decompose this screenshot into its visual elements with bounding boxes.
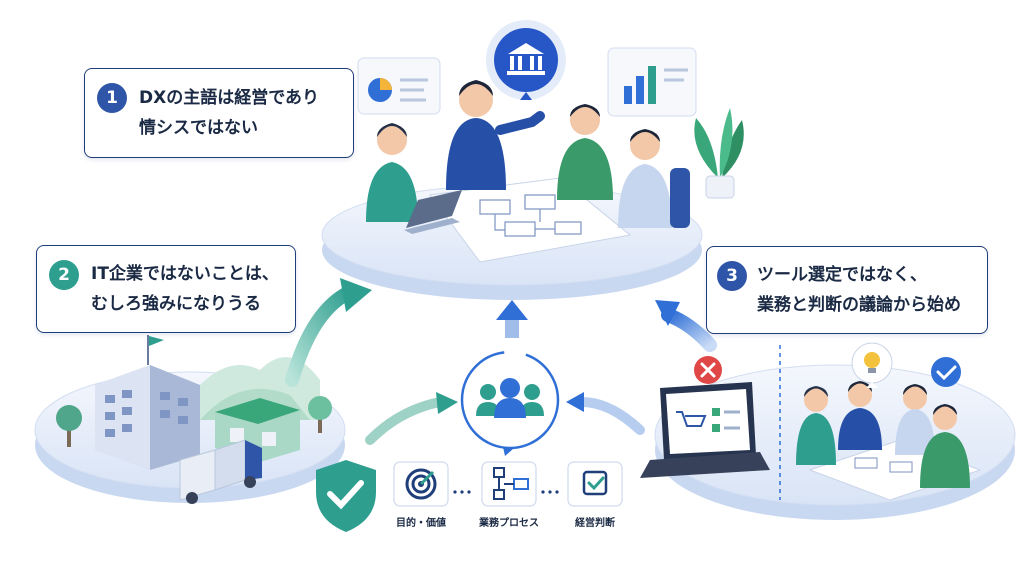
step-connector <box>453 490 559 494</box>
callout-2-line-2: むしろ強みになりうる <box>91 294 261 314</box>
callout-1: 1 DXの主語は経営であり 情シスではない <box>84 68 354 158</box>
shield-check-icon <box>316 460 376 532</box>
callout-2-number: 2 <box>49 260 79 290</box>
flowchart-icon <box>493 467 529 500</box>
bar-chart-icon <box>607 47 697 117</box>
arrow-right-to-top <box>655 300 717 352</box>
error-x-icon <box>694 356 722 384</box>
bank-icon <box>486 20 566 100</box>
arrow-left-to-top <box>285 278 372 387</box>
factory-icon <box>95 365 200 470</box>
check-badge-icon <box>931 357 961 387</box>
callout-3-number: 3 <box>717 261 747 291</box>
arrow-left-to-center <box>365 392 458 445</box>
callout-1-line-1: DXの主語は経営であり <box>139 88 320 108</box>
checkmark-icon <box>582 470 608 496</box>
team-icon <box>460 350 560 456</box>
laptop-cart-icon <box>640 382 770 478</box>
callout-3-line-1: ツール選定ではなく、 <box>757 265 927 285</box>
step-label-decision: 経営判断 <box>575 518 615 529</box>
callout-1-line-2: 情シスではない <box>139 118 258 138</box>
plant-icon <box>694 108 744 199</box>
step-label-purpose: 目的・価値 <box>396 518 446 529</box>
callout-2-line-1: IT企業ではないことは、 <box>91 264 279 284</box>
discussion-people <box>796 381 970 488</box>
tree <box>56 396 332 447</box>
arrow-right-to-center <box>566 392 645 435</box>
pie-chart-icon <box>357 57 441 115</box>
step-label-process: 業務プロセス <box>479 518 539 529</box>
callout-2: 2 IT企業ではないことは、 むしろ強みになりうる <box>36 245 296 333</box>
arrow-center-up <box>496 300 528 338</box>
callout-3-line-2: 業務と判断の議論から始め <box>757 295 961 315</box>
lightbulb-icon <box>851 342 893 388</box>
truck-icon <box>179 439 262 504</box>
flag-icon <box>147 335 164 365</box>
step-box-decision <box>567 461 623 507</box>
target-icon <box>405 468 437 500</box>
meeting-people <box>366 80 690 234</box>
callout-3: 3 ツール選定ではなく、 業務と判断の議論から始め <box>706 246 988 334</box>
callout-1-number: 1 <box>97 83 127 113</box>
